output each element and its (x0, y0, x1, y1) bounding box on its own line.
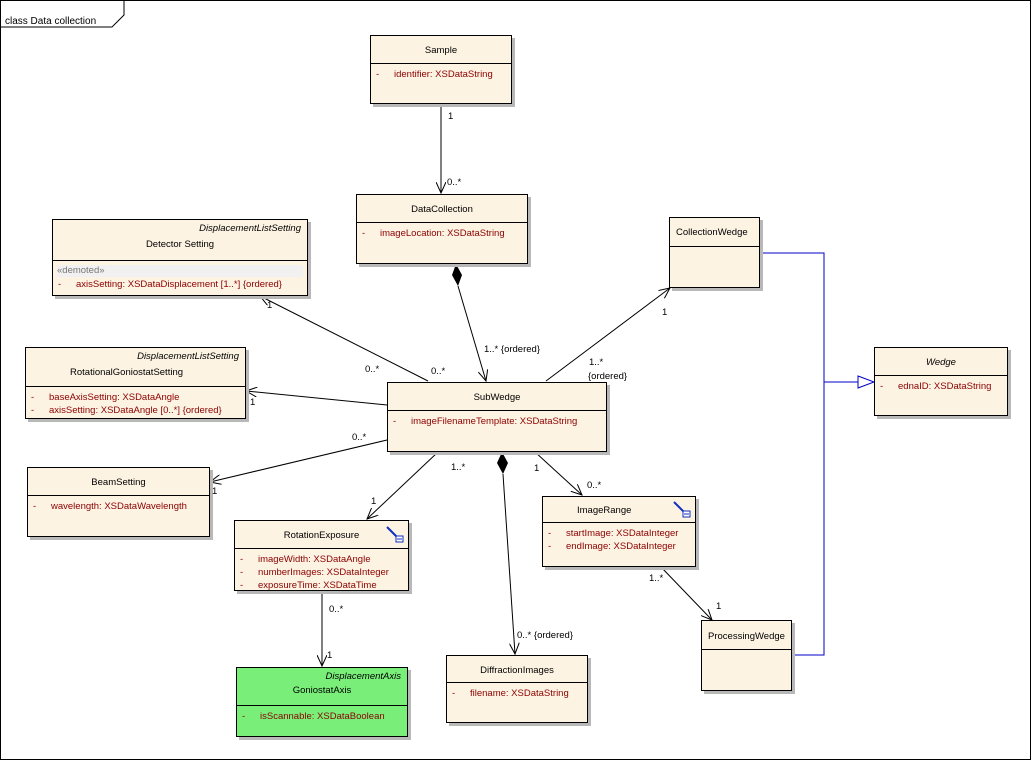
attribute-row: -baseAxisSetting: XSDataAngle (31, 392, 180, 403)
subwedge-rotationalgoniostat-association (246, 391, 388, 406)
subwedge-diffractionimages-composition (502, 473, 515, 654)
class-name: RotationExposure (283, 530, 360, 541)
class-name: GoniostatAxis (292, 685, 352, 696)
multiplicity-label: 1 (534, 463, 540, 474)
edit-tool-icon (386, 526, 404, 543)
subwedge-collectionwedge-association (545, 288, 670, 382)
class-name: SubWedge (473, 392, 521, 403)
multiplicity-label: 0..* (329, 604, 344, 615)
multiplicity-label: 1..* {ordered} (484, 344, 540, 355)
class-beam-setting[interactable]: BeamSetting -wavelength: XSDataWavelengt… (27, 467, 210, 537)
generalization-hollow-arrowhead (857, 375, 876, 389)
multiplicity-label: 1 (716, 601, 722, 612)
class-subwedge[interactable]: SubWedge -imageFilenameTemplate: XSDataS… (387, 382, 607, 452)
class-diffraction-images[interactable]: DiffractionImages -filename: XSDataStrin… (446, 655, 588, 723)
multiplicity-label: 1 (250, 397, 256, 408)
class-goniostat-axis[interactable]: DisplacementAxis GoniostatAxis -isScanna… (236, 667, 408, 737)
subwedge-rotationexposure-association (367, 451, 439, 519)
class-name: Wedge (926, 357, 956, 368)
class-rotation-exposure[interactable]: RotationExposure -imageWidth: XSDataAngl… (234, 520, 409, 591)
class-name: DataCollection (411, 204, 473, 215)
multiplicity-label: 1 (371, 496, 377, 507)
class-stereotype: DisplacementAxis (325, 671, 402, 682)
datacollection-composition-diamond (452, 264, 462, 286)
class-name: DiffractionImages (480, 665, 554, 676)
multiplicity-label: 1 (212, 486, 218, 497)
class-rotational-goniostat-setting[interactable]: DisplacementListSetting RotationalGonios… (25, 347, 246, 419)
multiplicity-label: 1 (662, 307, 668, 318)
multiplicity-label: 0..* {ordered} (517, 630, 573, 641)
class-image-range[interactable]: ImageRange -startImage: XSDataInteger -e… (542, 496, 696, 567)
class-name: ProcessingWedge (708, 631, 785, 642)
multiplicity-label: 0..* (431, 366, 446, 377)
class-stereotype: DisplacementListSetting (199, 223, 301, 234)
multiplicity-label: 0..* (365, 364, 380, 375)
datacollection-subwedge-composition (457, 285, 486, 381)
attribute-row: -numberImages: XSDataInteger (240, 567, 389, 578)
class-name: Detector Setting (145, 239, 215, 250)
imagerange-processingwedge-association (660, 566, 712, 620)
class-name: BeamSetting (91, 477, 146, 488)
attribute-row: -startImage: XSDataInteger (548, 528, 679, 539)
multiplicity-label: 1..* (649, 573, 664, 584)
attribute-row: -identifier: XSDataString (376, 69, 493, 80)
attribute-row: -endImage: XSDataInteger (548, 541, 676, 552)
class-datacollection[interactable]: DataCollection -imageLocation: XSDataStr… (356, 194, 528, 264)
frame-label: class Data collection (5, 16, 97, 27)
multiplicity-label: 1 (267, 300, 273, 311)
attribute-row: -ednaID: XSDataString (880, 381, 992, 392)
multiplicity-label: 0..* (352, 432, 367, 443)
class-detector-setting[interactable]: DisplacementListSetting Detector Setting… (52, 219, 308, 296)
multiplicity-label: 1..* (451, 462, 466, 473)
attribute-row: -imageWidth: XSDataAngle (240, 554, 371, 565)
attribute-row: -imageFilenameTemplate: XSDataString (393, 416, 578, 427)
class-name: RotationalGoniostatSetting (70, 367, 184, 378)
multiplicity-label: {ordered} (588, 371, 628, 382)
processingwedge-generalization (792, 382, 825, 656)
class-sample[interactable]: Sample -identifier: XSDataString (370, 35, 512, 104)
subwedge-detectorsetting-association (260, 296, 429, 382)
attribute-row: -imageLocation: XSDataString (362, 228, 505, 239)
class-name: Sample (424, 45, 458, 56)
attribute-row: -axisSetting: XSDataDisplacement [1..*] … (58, 279, 282, 290)
collectionwedge-generalization (760, 252, 825, 382)
multiplicity-label: 1 (448, 111, 454, 122)
class-collection-wedge[interactable]: CollectionWedge (669, 217, 760, 288)
attribute-row: -isScannable: XSDataBoolean (242, 711, 385, 722)
multiplicity-label: 0..* (447, 177, 462, 188)
demoted-label: «demoted» (57, 265, 303, 277)
class-processing-wedge[interactable]: ProcessingWedge (701, 620, 792, 691)
attribute-row: -wavelength: XSDataWavelength (33, 501, 187, 512)
subwedge-imagerange-association (534, 451, 582, 495)
attribute-row: -filename: XSDataString (452, 688, 569, 699)
attribute-row: -axisSetting: XSDataAngle [0..*] {ordere… (31, 405, 222, 416)
subwedge-beamsetting-association (210, 439, 388, 482)
multiplicity-label: 0..* (587, 480, 602, 491)
class-name: ImageRange (577, 505, 632, 516)
multiplicity-label: 1..* (589, 357, 604, 368)
attribute-row: -exposureTime: XSDataTime (240, 580, 377, 591)
multiplicity-label: 1 (327, 650, 333, 661)
class-wedge[interactable]: Wedge -ednaID: XSDataString (874, 347, 1008, 416)
class-stereotype: DisplacementListSetting (137, 351, 239, 362)
class-name: CollectionWedge (676, 227, 748, 238)
frame-tab-outline (0, 0, 125, 28)
edit-tool-icon (673, 501, 691, 518)
subwedge-composition-diamond (497, 452, 508, 474)
